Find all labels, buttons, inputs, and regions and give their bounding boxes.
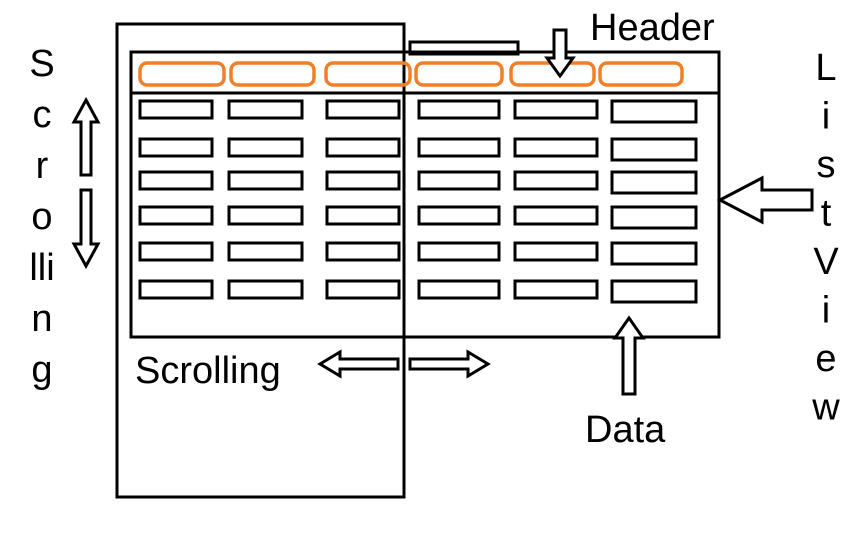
data-cell — [138, 205, 214, 226]
listview-pointer-arrow-icon — [716, 175, 814, 225]
header-row — [138, 61, 684, 87]
header-label: Header — [590, 7, 715, 49]
data-label: Data — [585, 409, 666, 451]
data-cell — [138, 279, 214, 300]
data-cell — [610, 99, 698, 124]
scroll-up-arrow-icon — [71, 96, 101, 177]
header-cell — [598, 61, 684, 87]
scroll-left-arrow-icon — [317, 349, 400, 379]
top-tab-shape — [408, 40, 520, 56]
data-cell — [610, 205, 698, 230]
data-cell — [610, 279, 698, 304]
data-cell — [610, 170, 698, 195]
data-cell — [227, 279, 304, 300]
data-cell — [325, 205, 401, 226]
data-cell — [138, 137, 214, 158]
data-cell — [138, 241, 214, 262]
data-cell — [513, 137, 599, 158]
header-cell — [324, 61, 412, 87]
scroll-right-arrow-icon — [408, 349, 491, 379]
scrolling-horizontal-label: Scrolling — [135, 350, 281, 392]
data-cell — [138, 170, 214, 191]
data-cell — [325, 99, 401, 120]
data-cell — [227, 241, 304, 262]
data-cell — [325, 279, 401, 300]
data-cell — [227, 99, 304, 120]
data-cell — [610, 137, 698, 162]
header-cell — [138, 61, 226, 87]
data-cell — [325, 170, 401, 191]
header-cell — [414, 61, 504, 87]
data-up-arrow-icon — [612, 315, 646, 396]
data-cell — [513, 241, 599, 262]
data-cell — [513, 99, 599, 120]
data-cell — [417, 99, 501, 120]
data-cell — [325, 137, 401, 158]
data-cell — [417, 205, 501, 226]
data-cell — [513, 170, 599, 191]
listview-frame — [129, 50, 721, 339]
data-cell — [417, 137, 501, 158]
data-cell — [138, 99, 214, 120]
data-cell — [417, 241, 501, 262]
header-down-arrow-icon — [544, 28, 576, 79]
data-cell — [417, 279, 501, 300]
data-cell — [513, 205, 599, 226]
data-cell — [325, 241, 401, 262]
data-cell — [513, 279, 599, 300]
header-cell — [229, 61, 316, 87]
data-cell — [417, 170, 501, 191]
data-grid — [138, 99, 698, 304]
data-cell — [227, 170, 304, 191]
data-cell — [610, 241, 698, 266]
scroll-down-arrow-icon — [71, 188, 101, 270]
data-cell — [227, 205, 304, 226]
data-cell — [227, 137, 304, 158]
